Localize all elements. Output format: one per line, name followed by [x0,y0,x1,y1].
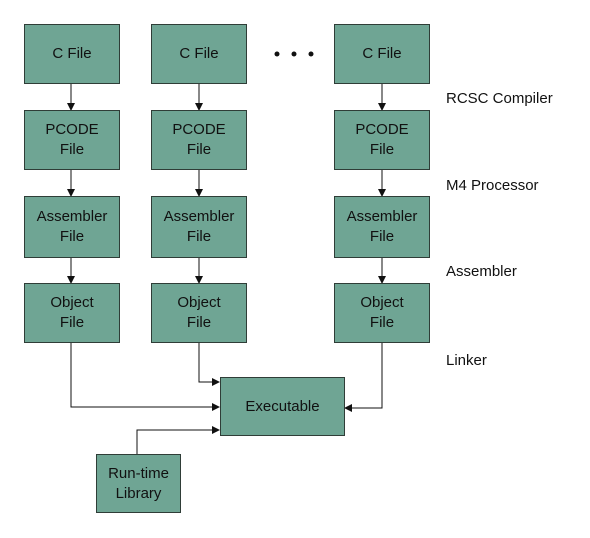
pcode-file-box-2: PCODE File [151,110,247,170]
stage-label-processor: M4 Processor [446,177,539,194]
object-file-box-2: Object File [151,283,247,343]
object-file-box-1: Object File [24,283,120,343]
stage-label-compiler: RCSC Compiler [446,90,553,107]
pcode-file-box-1: PCODE File [24,110,120,170]
ellipsis-dots [274,51,314,57]
object-file-box-3: Object File [334,283,430,343]
arrow-library-to-exec [136,426,220,454]
arrow-c2-obj-to-exec [198,343,220,386]
stage-label-assembler: Assembler [446,263,517,280]
executable-box: Executable [220,377,345,436]
c-file-box-1: C File [24,24,120,84]
c-file-box-2: C File [151,24,247,84]
c-file-box-3: C File [334,24,430,84]
assembler-file-box-3: Assembler File [334,196,430,258]
runtime-library-box: Run-time Library [96,454,181,513]
arrow-c3-obj-to-exec [344,343,383,412]
pcode-file-box-3: PCODE File [334,110,430,170]
assembler-file-box-1: Assembler File [24,196,120,258]
stage-label-linker: Linker [446,352,487,369]
arrow-c1-obj-to-exec [70,343,220,411]
assembler-file-box-2: Assembler File [151,196,247,258]
